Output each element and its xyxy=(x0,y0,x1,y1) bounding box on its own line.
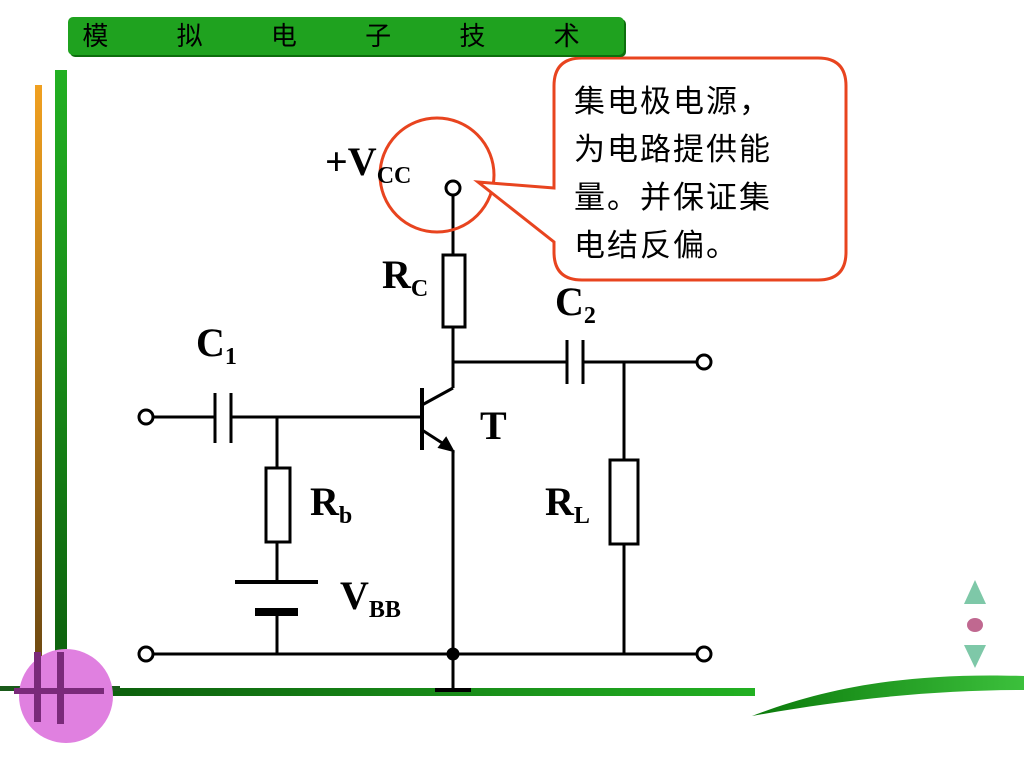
input-terminal-top xyxy=(137,408,155,426)
callout-line: 电结反偏。 xyxy=(574,228,739,264)
ground-junction xyxy=(446,647,460,661)
decor-vertical-bar-orange xyxy=(35,85,42,725)
input-terminal-bottom xyxy=(137,645,155,663)
decor-vertical-bar-green xyxy=(55,70,67,720)
nav-home-icon[interactable] xyxy=(967,618,983,632)
label-rc: RC xyxy=(382,252,429,302)
label-vcc: +VCC xyxy=(325,139,412,189)
label-c1: C1 xyxy=(196,320,237,370)
transistor-collector xyxy=(421,386,454,407)
label-rb: Rb xyxy=(310,479,353,529)
callout-line: 量。并保证集 xyxy=(574,180,772,216)
vcc-highlight-circle xyxy=(378,116,496,234)
slide-title: 模 拟 电 子 技 术 xyxy=(82,22,610,52)
nav-previous-icon[interactable] xyxy=(964,580,986,604)
callout-line: 集电极电源， xyxy=(574,84,772,120)
callout-line: 为电路提供能 xyxy=(574,132,772,168)
label-vbb: VBB xyxy=(340,573,401,623)
decor-horizontal-bar xyxy=(60,688,755,696)
output-terminal-bottom xyxy=(695,645,713,663)
nav-next-icon[interactable] xyxy=(964,645,986,668)
transistor-emitter-arrow xyxy=(437,436,455,453)
callout-bubble xyxy=(473,56,848,282)
output-terminal-top xyxy=(695,353,713,371)
decor-leaf-swoosh xyxy=(752,675,1024,716)
label-rl: RL xyxy=(545,479,590,529)
rb-resistor xyxy=(264,466,292,544)
circuit-diagram xyxy=(137,179,713,692)
vcc-terminal xyxy=(444,179,462,197)
label-c2: C2 xyxy=(555,279,596,329)
title-bar xyxy=(68,17,624,55)
rc-resistor xyxy=(441,253,467,329)
label-transistor: T xyxy=(480,403,507,448)
decor-pink-circle xyxy=(14,649,113,743)
callout-text: 集电极电源， 为电路提供能 量。并保证集 电结反偏。 xyxy=(574,78,824,270)
rl-resistor xyxy=(608,458,640,546)
